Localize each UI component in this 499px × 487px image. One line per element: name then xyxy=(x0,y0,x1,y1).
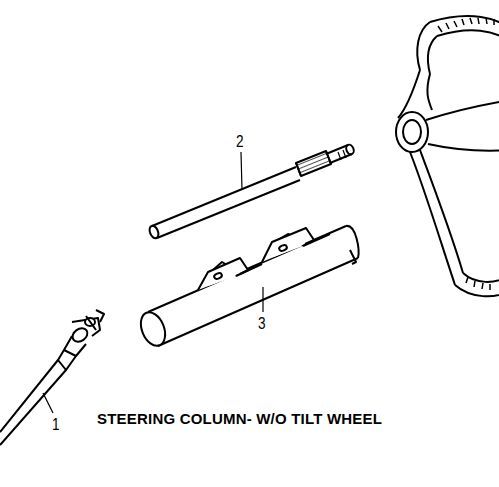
caption-text: STEERING COLUMN- W/O TILT WHEEL xyxy=(97,411,382,426)
callout-number: 3 xyxy=(258,315,266,332)
steering-wheel xyxy=(396,16,499,296)
callout-number: 2 xyxy=(236,133,244,150)
callout-number: 1 xyxy=(52,416,60,433)
upper-shaft xyxy=(148,144,355,240)
intermediate-shaft xyxy=(0,310,104,445)
column-jacket xyxy=(136,226,358,349)
leader-lines xyxy=(43,152,263,413)
